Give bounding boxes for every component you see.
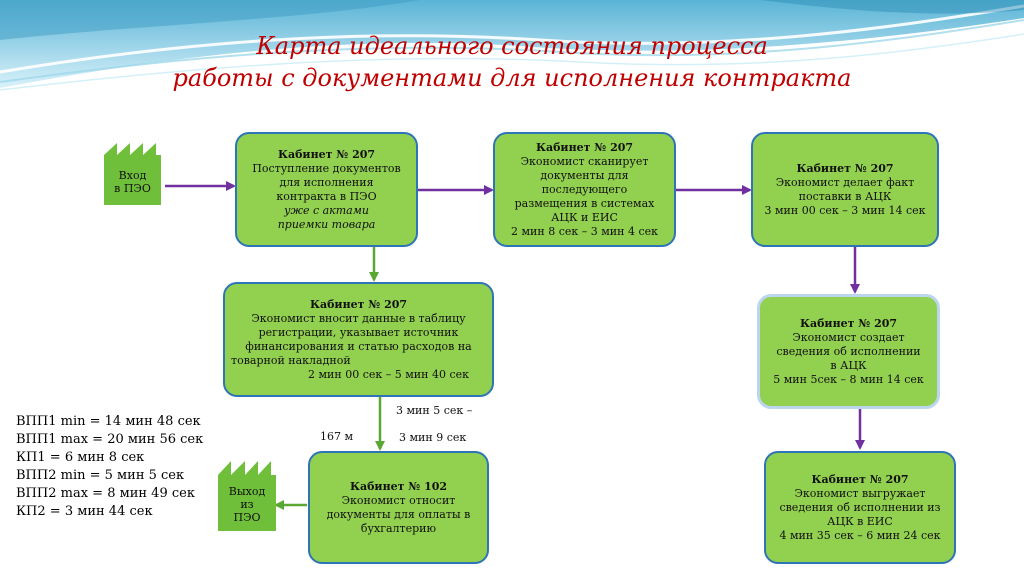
box-text-line: товарной накладной (231, 353, 351, 367)
summary-stats: ВПП1 min = 14 мин 48 сек ВПП1 max = 20 м… (16, 413, 203, 521)
entry-label-line-2: в ПЭО (114, 182, 151, 195)
box-header: Кабинет № 207 (799, 316, 898, 330)
box-text-line: в АЦК (830, 358, 867, 372)
step-box-export-to-eis: Кабинет № 207 Экономист выгружает сведен… (764, 451, 956, 564)
box-header: Кабинет № 207 (811, 472, 909, 486)
box-text-line: контракта в ПЭО (276, 189, 377, 203)
exit-label-line-2: из (240, 498, 254, 511)
exit-factory-icon: Выход из ПЭО (218, 461, 276, 531)
box-text-line: уже с актами (284, 203, 369, 217)
step-box-create-execution-info: Кабинет № 207 Экономист создает сведения… (757, 294, 940, 409)
box-text-line: АЦК и ЕИС (551, 210, 618, 224)
entry-factory-icon: Вход в ПЭО (104, 143, 161, 205)
stat-line: ВПП1 max = 20 мин 56 сек (16, 432, 204, 447)
stat-line: ВПП1 min = 14 мин 48 сек (16, 414, 201, 429)
box-text-line: Экономист выгружает (794, 486, 926, 500)
box-text-line: регистрации, указывает источник (258, 325, 459, 339)
box-text-line: документы для оплаты в (326, 507, 471, 521)
box-text-line: приемки товара (277, 217, 376, 231)
box-time: 3 мин 00 сек – 3 мин 14 сек (764, 203, 926, 217)
box-text-line: документы для (540, 168, 629, 182)
box-text-line: для исполнения (279, 175, 374, 189)
box-header: Кабинет № 207 (796, 161, 894, 175)
box-text-line: сведения об исполнении из (779, 500, 941, 514)
box-time: 5 мин 5сек – 8 мин 14 сек (773, 372, 924, 386)
box-text-line: Экономист вносит данные в таблицу (251, 311, 466, 325)
box-time: 4 мин 35 сек – 6 мин 24 сек (779, 528, 941, 542)
box-text-line: размещения в системах (514, 196, 655, 210)
page-title: Карта идеального состояния процесса рабо… (0, 30, 1024, 94)
box-text-line: Экономист делает факт (775, 175, 915, 189)
exit-label-line-3: ПЭО (233, 511, 261, 524)
box-time: 2 мин 00 сек – 5 мин 40 сек (308, 367, 469, 381)
stat-line: КП1 = 6 мин 8 сек (16, 450, 145, 465)
box-time: 2 мин 8 сек – 3 мин 4 сек (511, 224, 658, 238)
box-text-line: Экономист создает (792, 330, 905, 344)
stat-line: ВПП2 min = 5 мин 5 сек (16, 468, 185, 483)
box-header: Кабинет № 102 (349, 479, 448, 493)
box-text-line: сведения об исполнении (776, 344, 921, 358)
distance-note: 167 м (320, 430, 354, 443)
box-text-line: бухгалтерию (360, 521, 437, 535)
entry-label-line-1: Вход (118, 169, 147, 182)
box-text-line: АЦК в ЕИС (827, 514, 893, 528)
transfer-time-note-end: 3 мин 9 сек (399, 431, 467, 444)
step-box-delivery-fact: Кабинет № 207 Экономист делает факт пост… (751, 132, 939, 247)
box-header: Кабинет № 207 (277, 147, 376, 161)
exit-label-line-1: Выход (228, 485, 266, 498)
box-text-line: Экономист относит (341, 493, 456, 507)
box-text-line: Поступление документов (252, 161, 401, 175)
stat-line: КП2 = 3 мин 44 сек (16, 504, 153, 519)
box-text-line: поставки в АЦК (798, 189, 892, 203)
box-text-line: Экономист сканирует (520, 154, 649, 168)
stat-line: ВПП2 max = 8 мин 49 сек (16, 486, 195, 501)
transfer-time-note-start: 3 мин 5 сек – (396, 404, 473, 417)
step-box-accounting: Кабинет № 102 Экономист относит документ… (308, 451, 489, 564)
title-line-1: Карта идеального состояния процесса (256, 32, 768, 60)
box-text-line: финансирования и статью расходов на (245, 339, 472, 353)
step-box-receive-documents: Кабинет № 207 Поступление документов для… (235, 132, 418, 247)
title-line-2: работы с документами для исполнения конт… (172, 64, 852, 92)
step-box-register-data: Кабинет № 207 Экономист вносит данные в … (223, 282, 494, 397)
box-text-line: последующего (541, 182, 628, 196)
box-header: Кабинет № 207 (535, 140, 634, 154)
step-box-scan-documents: Кабинет № 207 Экономист сканирует докуме… (493, 132, 676, 247)
box-header: Кабинет № 207 (309, 297, 408, 311)
